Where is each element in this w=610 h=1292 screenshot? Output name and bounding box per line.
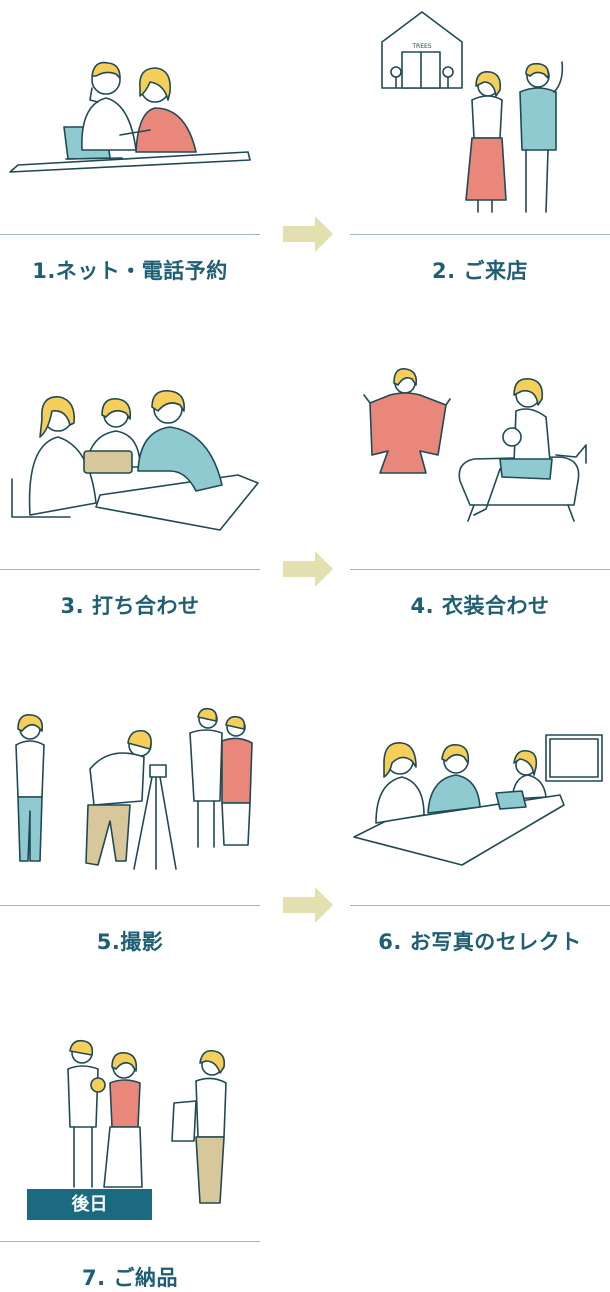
- step-4-divider: [350, 569, 610, 570]
- step-5-6-row: 5.撮影 6. お写真のセレクト: [0, 671, 610, 971]
- step-6-label: 6. お写真のセレクト: [378, 930, 582, 954]
- arrow-right-icon: [283, 214, 335, 254]
- step-1-label: 1.ネット・電話予約: [32, 259, 228, 283]
- step-4-label: 4. 衣装合わせ: [410, 594, 550, 618]
- illustration-photo-selection: [350, 711, 610, 941]
- illustration-photo-shoot: [0, 701, 260, 931]
- step-3-label: 3. 打ち合わせ: [60, 594, 200, 618]
- step-1: TREES 1.ネット・電話予約 2. ご来店: [0, 0, 610, 300]
- step-7-label: 7. ご納品: [82, 1266, 178, 1290]
- step-3-4-row: 3. 打ち合わせ 4. 衣装合わせ: [0, 335, 610, 635]
- step-7: 後日 7. ご納品: [0, 1007, 610, 1290]
- step-7-divider: [0, 1241, 260, 1242]
- step-5-label: 5.撮影: [96, 930, 164, 954]
- illustration-online-phone-booking: [0, 30, 260, 260]
- illustration-delivery: [0, 1037, 260, 1267]
- step-2-label: 2. ご来店: [432, 259, 528, 283]
- later-date-badge: 後日: [27, 1189, 152, 1220]
- illustration-store-visit: TREES: [350, 0, 610, 230]
- arrow-right-icon: [283, 549, 335, 589]
- step-3-divider: [0, 569, 260, 570]
- illustration-costume-fitting: [350, 355, 610, 585]
- step-5-divider: [0, 905, 260, 906]
- store-sign: TREES: [411, 43, 431, 50]
- arrow-right-icon: [283, 885, 335, 925]
- step-2-divider: [350, 234, 610, 235]
- step-6-divider: [350, 905, 610, 906]
- illustration-meeting: [0, 375, 260, 605]
- step-1-divider: [0, 234, 260, 235]
